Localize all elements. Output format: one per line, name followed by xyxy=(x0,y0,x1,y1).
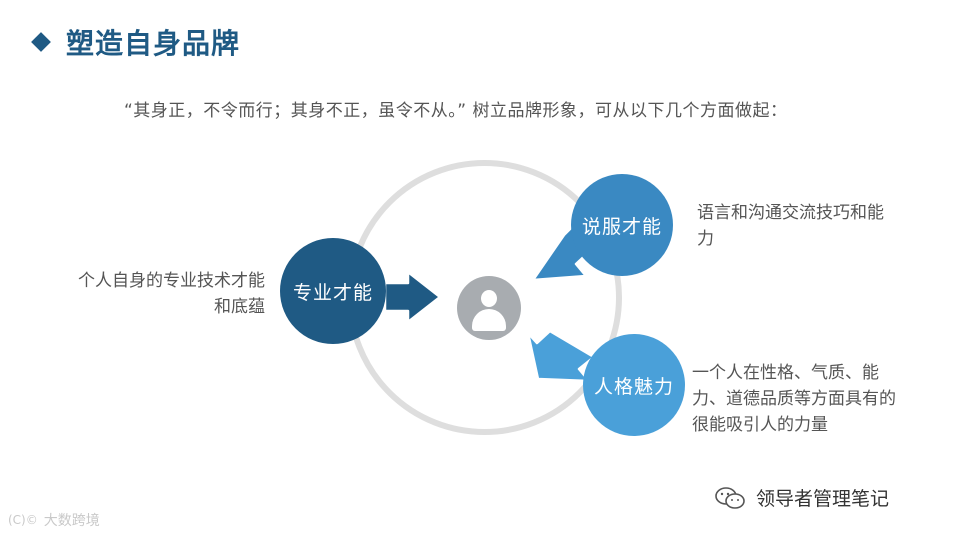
arrow-bottomright-to-center xyxy=(526,329,596,383)
user-icon xyxy=(457,276,521,340)
wechat-icon xyxy=(715,486,745,509)
circle-personal-charm: 人格魅力 xyxy=(583,334,685,436)
title-row: 塑造自身品牌 xyxy=(31,22,241,62)
desc-professional-skill: 个人自身的专业技术才能和底蕴 xyxy=(78,271,265,317)
user-icon-body xyxy=(472,309,506,331)
watermark-right-text: 领导者管理笔记 xyxy=(756,488,890,510)
desc-persuasion-skill: 语言和沟通交流技巧和能力 xyxy=(697,203,884,249)
desc-personal-charm: 一个人在性格、气质、能力、道德品质等方面具有的很能吸引人的力量 xyxy=(692,363,896,435)
watermark-right: 领导者管理笔记 xyxy=(714,484,889,511)
circle-persuasion-skill: 说服才能 xyxy=(571,174,673,276)
user-icon-head xyxy=(481,290,497,307)
subtitle-quote: “其身正，不令而行；其身不正，虽令不从。” 树立品牌形象，可从以下几个方面做起： xyxy=(124,101,788,121)
watermark-left-text: 大数跨境 xyxy=(43,513,100,529)
page-title: 塑造自身品牌 xyxy=(66,27,241,60)
watermark-left-symbol: (C)© xyxy=(8,513,38,527)
watermark-left: (C)© 大数跨境 xyxy=(8,510,100,530)
arrow-left-to-center xyxy=(383,270,442,324)
circle-professional-skill: 专业才能 xyxy=(280,238,386,344)
